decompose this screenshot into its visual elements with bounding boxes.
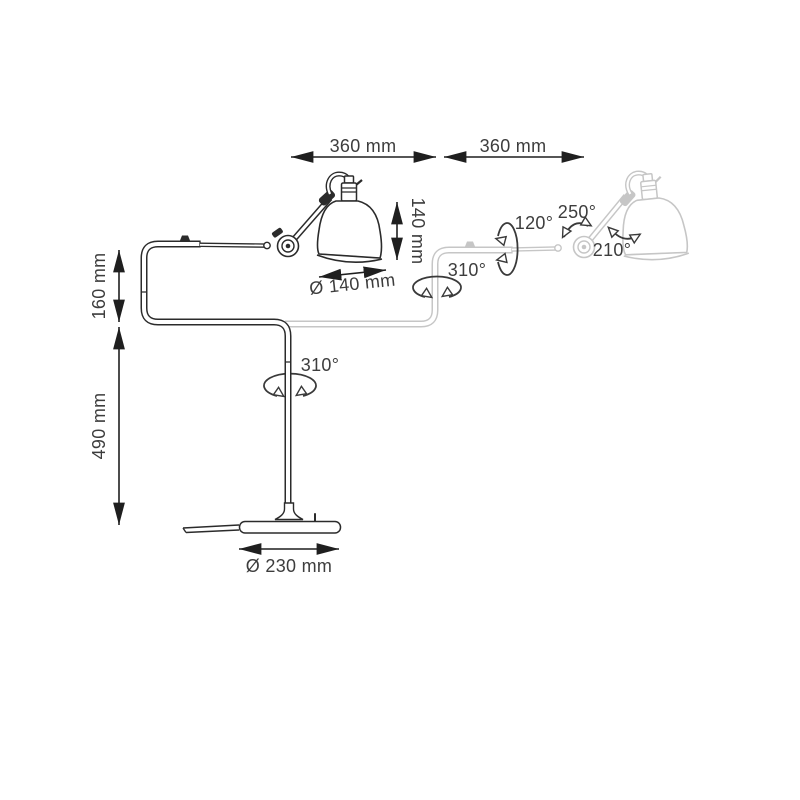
rotation-arrowhead xyxy=(561,225,573,239)
main-lamp xyxy=(140,174,383,534)
base-stem-flare xyxy=(274,502,304,521)
ghost-lamp xyxy=(285,169,689,328)
labels: 360 mm 360 mm 140 mm Ø 140 mm 160 mm 490… xyxy=(89,136,631,576)
rotation-arrowhead xyxy=(579,215,593,227)
rotation-arrowhead xyxy=(294,385,308,397)
rotation-arc-riser-swivel xyxy=(412,275,462,298)
label-elbow-swing: 250° xyxy=(558,202,596,222)
tube-junction-ticks xyxy=(140,240,292,363)
power-cable xyxy=(182,524,240,534)
rotation-arrowhead xyxy=(628,233,642,245)
main-lamp-head xyxy=(317,174,382,262)
label-arm-front: 360 mm xyxy=(330,136,397,156)
label-shade-height: 140 mm xyxy=(408,198,428,265)
main-arm-tab xyxy=(180,235,190,241)
rotation-arrowhead xyxy=(495,252,508,264)
label-shade-diameter: Ø 140 mm xyxy=(308,270,396,299)
dimension-arrows xyxy=(113,151,584,555)
label-column-lower: 490 mm xyxy=(89,393,109,460)
base-disc xyxy=(238,520,342,534)
ghost-elbow-joint xyxy=(572,235,596,259)
label-column-swivel: 310° xyxy=(301,355,339,375)
ghost-clevis xyxy=(554,244,562,252)
label-base-diameter: Ø 230 mm xyxy=(246,556,332,576)
rotation-arrowhead xyxy=(420,287,434,299)
label-riser-swivel: 310° xyxy=(448,260,486,280)
rotation-arrowhead xyxy=(607,226,620,239)
label-arm-rear: 360 mm xyxy=(480,136,547,156)
rotation-arrowhead xyxy=(494,235,508,247)
rotation-arrowhead xyxy=(272,386,286,398)
rotation-indicators xyxy=(263,215,642,398)
main-elbow-joint xyxy=(271,227,300,258)
rotation-arc-arm-roll xyxy=(497,222,519,276)
label-arm-roll: 120° xyxy=(515,213,553,233)
rotation-arrowhead xyxy=(440,286,454,298)
dim-arrow-shade-diameter xyxy=(318,266,387,281)
label-column-upper: 160 mm xyxy=(89,253,109,320)
ghost-arm-tab xyxy=(465,241,475,247)
main-clevis xyxy=(263,241,271,250)
main-tube xyxy=(140,240,292,505)
label-shade-swing: 210° xyxy=(593,240,631,260)
